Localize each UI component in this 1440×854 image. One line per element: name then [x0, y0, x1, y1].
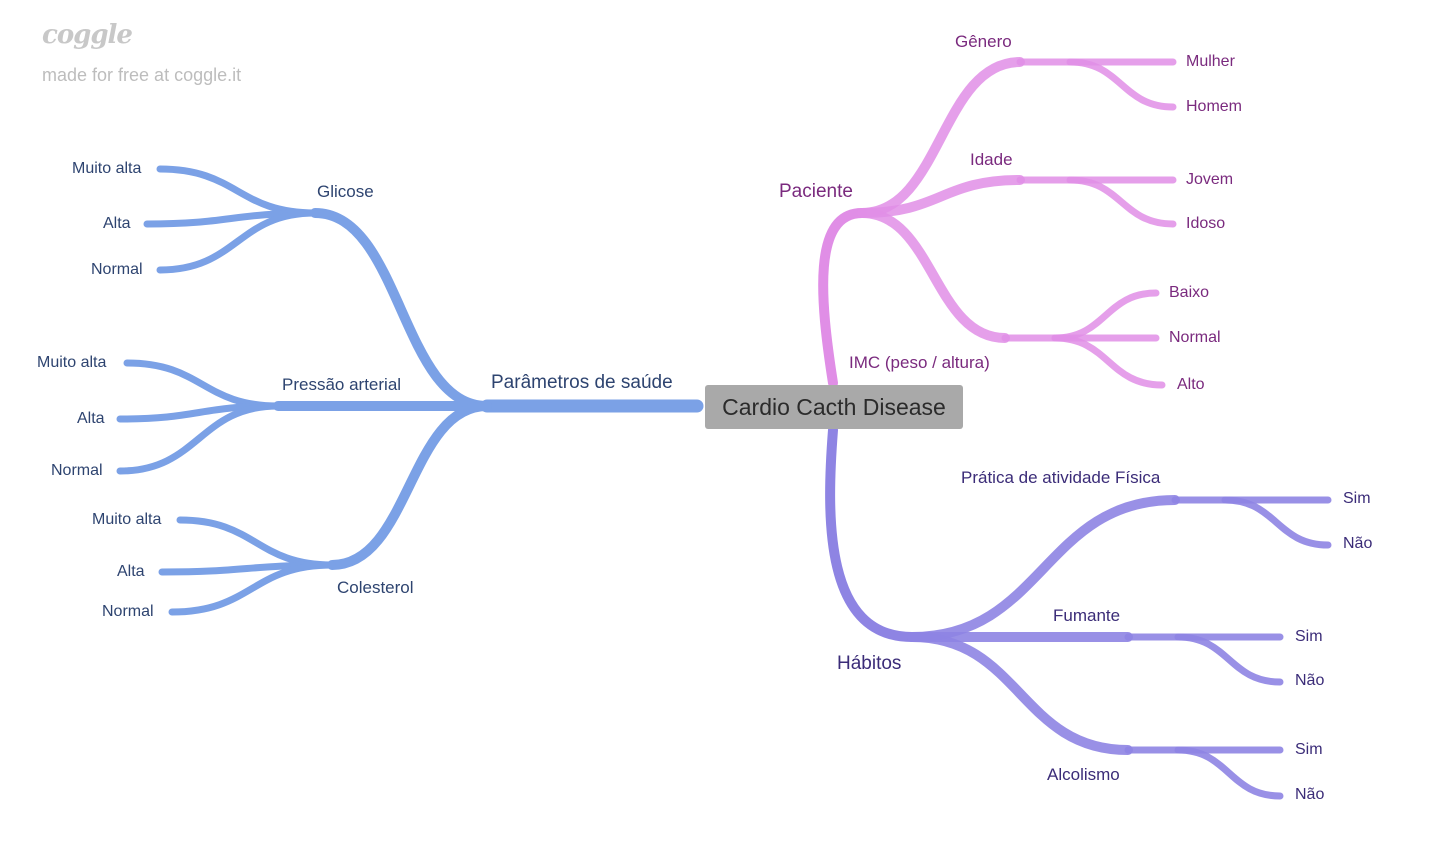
leaf-genero-homem[interactable]: Homem: [1186, 98, 1243, 115]
leaf-idade-jovem[interactable]: Jovem: [1186, 171, 1234, 188]
edge-imc-peso-altura: [857, 208, 1010, 343]
leaf-alcolismo-sim[interactable]: Sim: [1295, 741, 1323, 758]
edge-glicose-normal: [156, 209, 319, 274]
leaf-fumante-nao[interactable]: Não: [1295, 672, 1325, 689]
root-node[interactable]: Cardio Cacth Disease: [705, 385, 963, 429]
node-colesterol[interactable]: Colesterol: [337, 578, 414, 597]
node-imc-peso-altura[interactable]: IMC (peso / altura): [849, 353, 990, 372]
edge-colesterol: [327, 401, 492, 570]
edge-fumante-nao: [1174, 633, 1284, 686]
edge-root-paciente: [818, 208, 867, 388]
leaf-pressao-arterial-muito-alta[interactable]: Muito alta: [37, 354, 107, 371]
leaf-pratica-de-atividade-fisica-nao[interactable]: Não: [1343, 535, 1373, 552]
node-fumante[interactable]: Fumante: [1053, 606, 1121, 625]
leaf-colesterol-alta[interactable]: Alta: [117, 563, 145, 580]
leaf-fumante-sim[interactable]: Sim: [1295, 628, 1323, 645]
edge-pressao-arterial-normal: [116, 402, 282, 475]
leaf-colesterol-normal[interactable]: Normal: [102, 603, 154, 620]
root-node-label: Cardio Cacth Disease: [722, 393, 946, 420]
node-glicose[interactable]: Glicose: [317, 182, 374, 201]
node-idade[interactable]: Idade: [970, 150, 1013, 169]
edge-alcolismo-nao: [1174, 746, 1284, 800]
leaf-idade-idoso[interactable]: Idoso: [1186, 215, 1226, 232]
edge-idade: [857, 175, 1025, 218]
leaf-glicose-alta[interactable]: Alta: [103, 215, 131, 232]
edge-colesterol-muito-alta: [176, 516, 336, 569]
leaf-alcolismo-nao[interactable]: Não: [1295, 786, 1325, 803]
node-pressao-arterial[interactable]: Pressão arterial: [282, 375, 402, 394]
edge-pratica-de-atividade-fisica: [907, 495, 1180, 642]
node-pratica-de-atividade-fisica[interactable]: Prática de atividade Física: [961, 468, 1161, 487]
leaf-imc-peso-altura-normal[interactable]: Normal: [1169, 329, 1221, 346]
node-alcolismo[interactable]: Alcolismo: [1047, 765, 1120, 784]
coggle-logo: coggle: [42, 20, 133, 50]
leaf-glicose-muito-alta[interactable]: Muito alta: [72, 160, 142, 177]
leaf-pressao-arterial-normal[interactable]: Normal: [51, 462, 103, 479]
leaf-imc-peso-altura-baixo[interactable]: Baixo: [1169, 284, 1210, 301]
edge-genero-homem: [1066, 58, 1177, 111]
edge-imc-peso-altura-baixo: [1051, 289, 1160, 342]
leaf-glicose-normal[interactable]: Normal: [91, 261, 143, 278]
edge-pratica-de-atividade-fisica-nao: [1221, 496, 1332, 549]
leaf-genero-mulher[interactable]: Mulher: [1186, 53, 1235, 70]
edge-glicose: [310, 208, 492, 411]
edge-glicose-muito-alta: [156, 165, 319, 217]
edge-imc-peso-altura-alto: [1051, 334, 1166, 389]
watermark-caption: made for free at coggle.it: [42, 65, 242, 85]
edge-pressao-arterial-muito-alta: [123, 359, 282, 410]
edge-alcolismo: [907, 632, 1133, 755]
edge-idade-idoso: [1066, 176, 1177, 228]
edge-genero: [857, 57, 1025, 218]
leaf-pressao-arterial-alta[interactable]: Alta: [77, 410, 105, 427]
node-paciente[interactable]: Paciente: [779, 181, 853, 202]
edge-colesterol-normal: [168, 561, 336, 616]
node-genero[interactable]: Gênero: [955, 32, 1012, 51]
leaf-pratica-de-atividade-fisica-sim[interactable]: Sim: [1343, 490, 1371, 507]
node-habitos[interactable]: Hábitos: [837, 653, 902, 674]
leaf-imc-peso-altura-alto[interactable]: Alto: [1177, 376, 1205, 393]
leaf-colesterol-muito-alta[interactable]: Muito alta: [92, 511, 162, 528]
node-parametros-de-saude[interactable]: Parâmetros de saúde: [491, 372, 673, 393]
edge-root-habitos: [825, 425, 917, 642]
